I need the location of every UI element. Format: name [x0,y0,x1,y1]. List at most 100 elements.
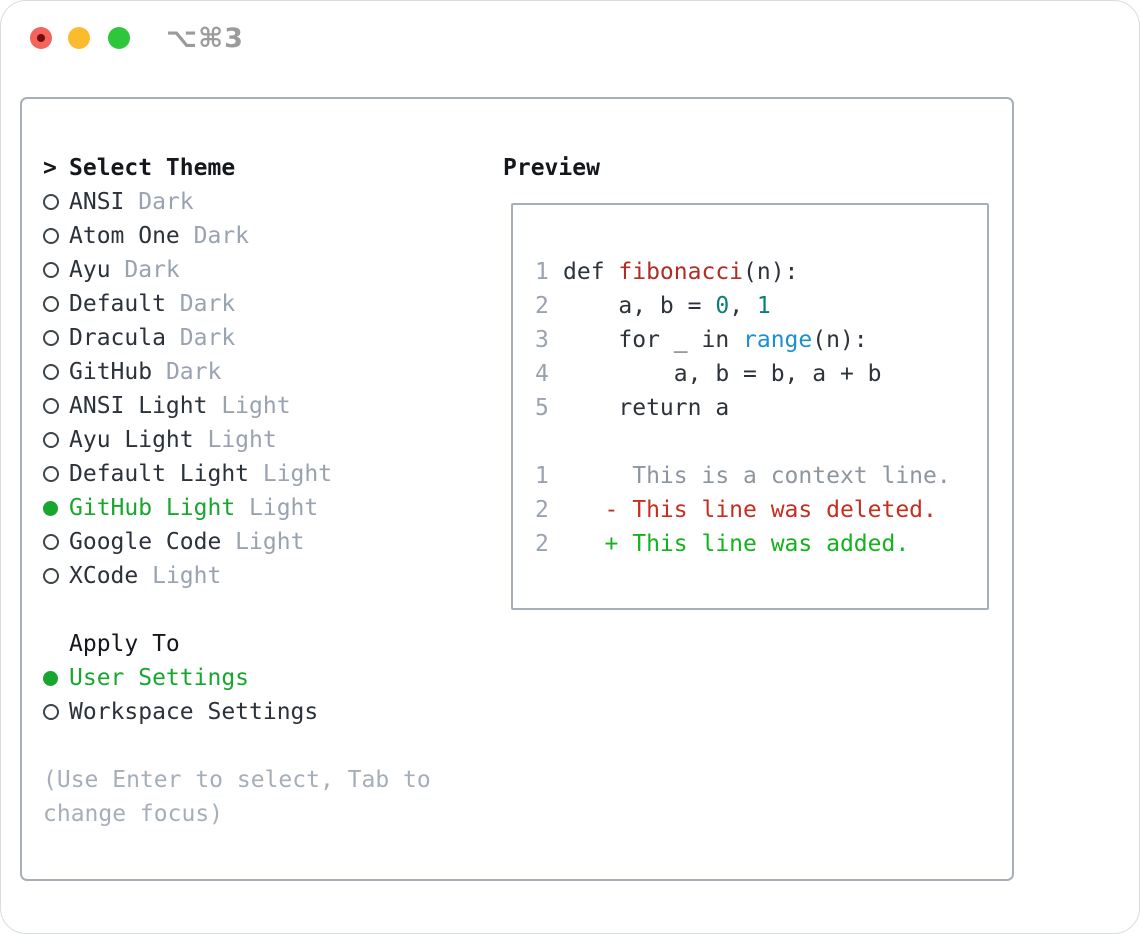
option-label: ANSI Light [69,393,208,419]
apply-option[interactable]: Workspace Settings [43,695,493,729]
line-number: 2 [535,531,549,557]
option-label: Default Light [69,461,250,487]
code-token: (n): [743,259,799,285]
code-token: , [729,293,757,319]
apply-to-header: Apply To [43,627,493,661]
option-label: XCode [69,563,139,589]
radio-icon [43,398,59,414]
option-variant-label: Light [221,529,305,555]
code-line: 5 return a [535,391,987,425]
code-line [535,425,987,459]
select-theme-title: Select Theme [69,155,236,181]
radio-icon [43,568,59,584]
line-number: 4 [535,361,549,387]
theme-option[interactable]: XCode Light [43,559,493,593]
theme-option[interactable]: Default Dark [43,287,493,321]
close-dot-icon [37,34,45,42]
option-label: GitHub Light [69,495,236,521]
code-token: a, b = b, a + b [563,361,882,387]
option-variant-label: Light [249,461,333,487]
option-variant-label: Light [235,495,319,521]
theme-option[interactable]: Atom One Dark [43,219,493,253]
code-line: 3 for _ in range(n): [535,323,987,357]
option-variant-label: Dark [110,257,180,283]
radio-icon [43,432,59,448]
code-token: def [563,259,619,285]
zoom-button[interactable] [108,27,130,49]
prompt-caret: > [43,155,57,181]
code-token: 0 [715,293,730,319]
code-token: (n): [812,327,868,353]
option-variant-label: Dark [124,189,194,215]
radio-icon [43,296,59,312]
radio-icon [43,704,59,720]
theme-option[interactable]: Ayu Dark [43,253,493,287]
code-token: return a [563,395,730,421]
line-number: 5 [535,395,549,421]
option-variant-label: Dark [165,291,236,317]
code-line: 2 + This line was added. [535,527,987,561]
select-theme-header: > Select Theme [43,151,493,185]
option-label: Atom One [69,223,180,249]
code-line: 1 This is a context line. [535,459,987,493]
radio-icon [43,228,59,244]
option-label: GitHub [69,359,153,385]
option-variant-label: Dark [179,223,250,249]
radio-icon [43,262,59,278]
radio-selected-icon [43,670,58,686]
line-number: 1 [535,259,549,285]
code-token: 1 [756,293,771,319]
apply-to-title: Apply To [69,631,180,657]
theme-option[interactable]: Dracula Dark [43,321,493,355]
code-token: fibonacci [618,259,744,285]
option-variant-label: Light [207,393,291,419]
minimize-button[interactable] [68,27,90,49]
apply-option[interactable]: User Settings [43,661,493,695]
line-number: 1 [535,463,549,489]
option-variant-label: Light [193,427,277,453]
code-token: This is a context line. [563,463,951,489]
theme-option[interactable]: ANSI Dark [43,185,493,219]
option-label: Workspace Settings [69,699,319,725]
code-line: 4 a, b = b, a + b [535,357,987,391]
option-label: ANSI [69,189,125,215]
theme-option[interactable]: Default Light Light [43,457,493,491]
radio-icon [43,364,59,380]
option-variant-label: Dark [165,325,236,351]
theme-option[interactable]: ANSI Light Light [43,389,493,423]
titlebar: ⌥⌘3 [1,1,1139,71]
spacer [43,729,493,763]
code-token: range [743,327,813,353]
theme-option[interactable]: Google Code Light [43,525,493,559]
option-variant-label: Dark [152,359,222,385]
spacer [43,593,493,627]
code-token: a, b = [563,293,716,319]
radio-selected-icon [43,500,58,516]
option-label: Ayu [69,257,111,283]
radio-icon [43,466,59,482]
code-line: 2 a, b = 0, 1 [535,289,987,323]
code-token: + This line was added. [563,531,910,557]
option-label: Google Code [69,529,222,555]
theme-option[interactable]: GitHub Light Light [43,491,493,525]
line-number: 3 [535,327,549,353]
option-label: Default [69,291,166,317]
theme-option[interactable]: GitHub Dark [43,355,493,389]
code-token: for _ in [563,327,744,353]
window-shortcut-label: ⌥⌘3 [166,23,244,54]
hint-text: (Use Enter to select, Tab to change focu… [43,767,431,827]
line-number: 2 [535,497,549,523]
code-line: 1 def fibonacci(n): [535,255,987,289]
close-button[interactable] [30,27,52,49]
radio-icon [43,330,59,346]
code-token: - This line was deleted. [563,497,937,523]
option-label: Ayu Light [69,427,194,453]
theme-option[interactable]: Ayu Light Light [43,423,493,457]
